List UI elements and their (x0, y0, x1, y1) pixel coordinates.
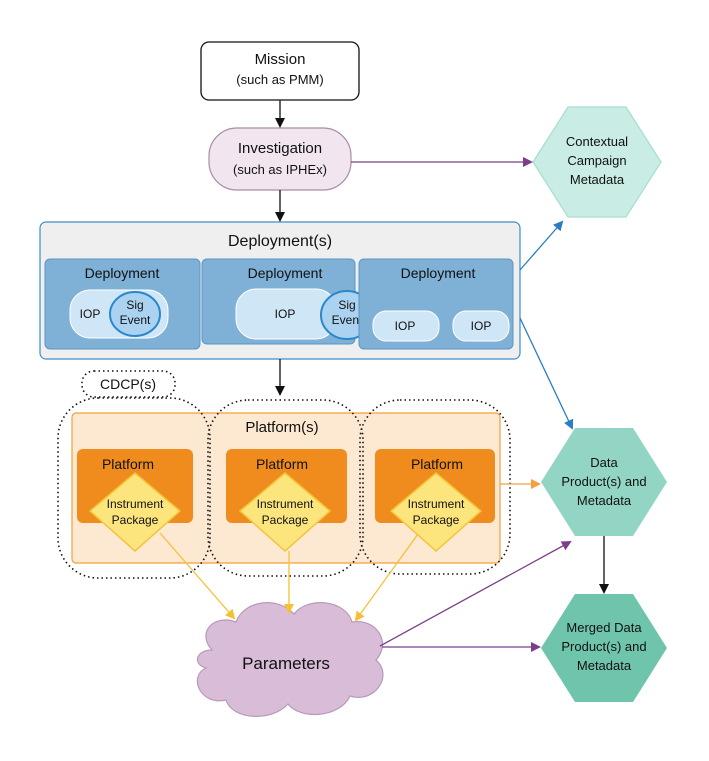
deployment-1: Deployment IOP Sig Event (44, 258, 201, 350)
merged-line-1: Merged Data (566, 620, 642, 635)
platform-3: Platform Instrument Package (375, 449, 495, 553)
platform-3-package-line-2: Package (413, 513, 460, 527)
data-product-line-1: Data (590, 455, 618, 470)
deployment-3: Deployment IOP IOP (358, 258, 514, 350)
platform-2-package-line-2: Package (262, 513, 309, 527)
parameters-label: Parameters (242, 654, 330, 673)
mission-subtitle: (such as PMM) (236, 72, 323, 87)
arrow-deployments-to-contextual (519, 220, 564, 271)
platform-1-package-line-2: Package (112, 513, 159, 527)
deployment-3-iop-1: IOP (395, 319, 416, 333)
data-product-line-3: Metadata (577, 493, 632, 508)
deployment-2: Deployment IOP Sig Event (201, 258, 374, 345)
platform-1-package-line-1: Instrument (107, 497, 164, 511)
contextual-line-2: Campaign (567, 153, 626, 168)
investigation-title: Investigation (238, 140, 322, 157)
cdcp-label: CDCP(s) (100, 376, 156, 392)
connectors (159, 100, 609, 652)
deployment-2-event: Event (332, 313, 363, 327)
cdcp-outline-2 (207, 399, 364, 577)
platforms-title: Platform(s) (245, 419, 318, 436)
merged-data-product-node: Merged Data Product(s) and Metadata (541, 594, 667, 702)
deployments-group: Deployment(s) Deployment IOP Sig Event D… (39, 221, 521, 360)
deployments-title: Deployment(s) (228, 233, 332, 250)
deployment-1-title: Deployment (85, 265, 160, 281)
deployment-1-iop: IOP (80, 307, 101, 321)
mission-title: Mission (255, 51, 306, 68)
platform-2-package-line-1: Instrument (257, 497, 314, 511)
contextual-campaign-metadata-node: Contextual Campaign Metadata (532, 106, 662, 218)
platform-3-title: Platform (411, 456, 463, 472)
cdcp-label-box: CDCP(s) (81, 370, 176, 398)
cdcp-outlines (57, 397, 511, 579)
contextual-line-1: Contextual (566, 134, 628, 149)
arrow-package-3-to-parameters (354, 533, 419, 622)
merged-line-3: Metadata (577, 658, 632, 673)
parameters-node: Parameters (196, 602, 384, 717)
investigation-subtitle: (such as IPHEx) (233, 162, 327, 177)
deployment-2-iop: IOP (275, 307, 296, 321)
arrow-parameters-to-data-product (379, 541, 572, 647)
mission-node: Mission (such as PMM) (200, 41, 360, 101)
deployment-2-title: Deployment (248, 265, 323, 281)
contextual-line-3: Metadata (570, 172, 625, 187)
platform-1: Platform Instrument Package (77, 449, 193, 553)
investigation-node: Investigation (such as IPHEx) (208, 127, 352, 191)
data-product-node: Data Product(s) and Metadata (541, 428, 667, 536)
platform-2-title: Platform (256, 456, 308, 472)
merged-line-2: Product(s) and (561, 639, 646, 654)
platform-2: Platform Instrument Package (226, 449, 347, 553)
deployment-2-sig: Sig (338, 298, 355, 312)
deployment-3-iop-2: IOP (471, 319, 492, 333)
deployment-3-title: Deployment (401, 265, 476, 281)
platform-1-title: Platform (102, 456, 154, 472)
deployment-1-sig: Sig (126, 298, 143, 312)
arrow-package-1-to-parameters (159, 532, 236, 620)
cdcp-outline-1 (57, 397, 211, 579)
deployment-1-event: Event (120, 313, 151, 327)
arrow-deployments-to-data-product (519, 317, 574, 430)
cdcp-outline-3 (359, 399, 511, 575)
platform-3-package-line-1: Instrument (408, 497, 465, 511)
data-product-line-2: Product(s) and (561, 474, 646, 489)
